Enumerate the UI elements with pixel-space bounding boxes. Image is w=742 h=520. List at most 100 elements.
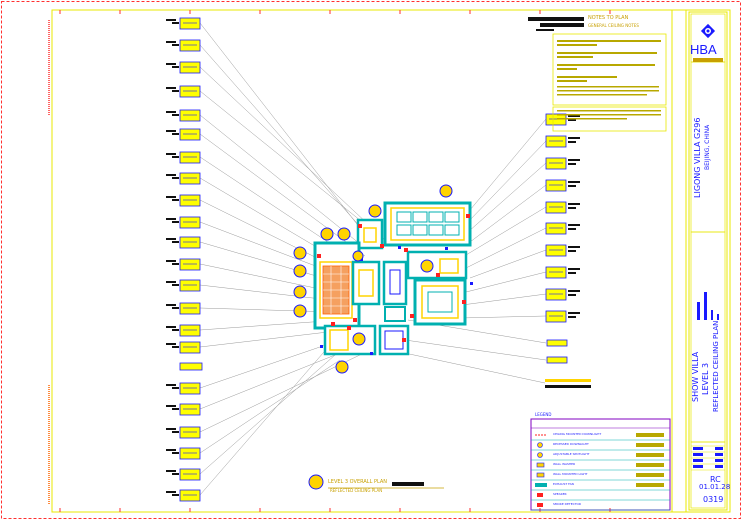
- legend-value-bar: [636, 453, 664, 457]
- hba-logo-icon: [700, 23, 716, 39]
- note-text-lines: [557, 40, 661, 120]
- sheet-code: RC: [710, 475, 721, 484]
- left-tag: [166, 216, 201, 229]
- right-tag: [545, 179, 580, 192]
- left-tag: [166, 426, 201, 439]
- leader-line: [199, 114, 361, 245]
- leader-line: [199, 344, 331, 496]
- left-tag: [166, 382, 201, 395]
- leader-lines: [199, 22, 547, 496]
- legend-symbol-icon: [537, 493, 543, 497]
- right-tag: [545, 201, 580, 214]
- legend-row-label: SMOKE DETECTOR: [553, 502, 581, 506]
- frame-ticks: [59, 10, 611, 512]
- left-tag: [166, 236, 201, 249]
- leader-line: [461, 293, 547, 306]
- leader-line: [199, 221, 327, 271]
- left-tag: [166, 302, 201, 315]
- scale-bars-icon: [697, 292, 719, 320]
- drawing-title-line2: LEVEL 3: [701, 362, 710, 395]
- leader-line: [465, 227, 547, 269]
- legend-rows: [531, 433, 670, 511]
- legend-value-bar: [636, 463, 664, 467]
- left-tag: [166, 39, 201, 52]
- legend-row-label: EXHAUST FAN: [553, 482, 574, 486]
- right-tag: [545, 157, 580, 170]
- legend-symbol-icon: [536, 472, 545, 478]
- firm-logo-subtext: HIRSCH BEDNER: [695, 56, 712, 58]
- legend-row-label: ADJUSTABLE SPOTLIGHT: [553, 452, 590, 456]
- notes-header: NOTES TO PLAN: [588, 15, 629, 21]
- right-tag: [545, 266, 580, 279]
- legend-value-bar: [636, 433, 664, 437]
- leader-line: [469, 249, 547, 279]
- right-tag: [545, 310, 580, 323]
- left-tag: [166, 85, 201, 98]
- side-callouts: [179, 339, 591, 388]
- plan-callout-icon: [308, 474, 324, 490]
- leader-line: [199, 22, 361, 229]
- drawing-title-line1: SHOW VILLA: [691, 351, 700, 402]
- leader-line: [465, 184, 547, 246]
- leader-line: [199, 133, 366, 257]
- legend-row: [531, 472, 670, 481]
- leader-line: [199, 177, 331, 256]
- legend-symbol-icon: [535, 483, 547, 487]
- legend-symbol-icon: [536, 462, 545, 468]
- left-tag: [166, 258, 201, 271]
- left-tag: [166, 447, 201, 460]
- right-tag: [545, 222, 580, 235]
- legend-row: [531, 452, 670, 461]
- legend-symbol-icon: [537, 452, 543, 458]
- legend-value-bar: [636, 483, 664, 487]
- right-tag: [545, 288, 580, 301]
- leader-line: [404, 339, 547, 361]
- left-tag: [166, 468, 201, 481]
- legend-value-bar: [636, 443, 664, 447]
- legend-row-label: CEILING MOUNTED DOWNLIGHT: [553, 432, 602, 436]
- leader-line: [199, 44, 371, 239]
- leader-line: [199, 156, 341, 251]
- left-tag: [166, 403, 201, 416]
- leader-line: [459, 315, 547, 319]
- project-name: LIGONG VILLA G296: [693, 117, 702, 198]
- leader-line: [199, 66, 386, 241]
- legend-row-label: RECESSED DOWNLIGHT: [553, 442, 589, 446]
- project-location: BEIJING, CHINA: [704, 124, 711, 170]
- leader-line: [467, 162, 547, 233]
- legend-row: [531, 503, 670, 511]
- legend-symbol-icon: [537, 442, 543, 448]
- title-block: [688, 11, 728, 511]
- legend-row: [531, 462, 670, 471]
- plan-caption-line2: REFLECTED CEILING PLAN: [330, 488, 383, 493]
- leader-line: [199, 307, 336, 313]
- leader-line: [465, 206, 547, 256]
- drawing-frame: [51, 9, 731, 513]
- leader-line: [199, 354, 336, 475]
- left-tag: [166, 172, 201, 185]
- leader-line: [199, 359, 341, 454]
- legend-title: LEGEND: [535, 412, 552, 417]
- firm-logo-text: HBA: [690, 42, 717, 57]
- left-tag: [166, 151, 201, 164]
- left-tag: [166, 109, 201, 122]
- legend-row: [531, 442, 670, 451]
- legend-row: [531, 493, 670, 501]
- left-tag: [166, 128, 201, 141]
- legend-row-label: WALL WASHER: [553, 462, 576, 466]
- floor-plan: [293, 184, 473, 374]
- leader-line: [469, 118, 547, 211]
- legend-value-bar: [636, 473, 664, 477]
- legend-row-label: WALL MOUNTED LIGHT: [553, 472, 588, 476]
- leader-line: [399, 351, 546, 384]
- leader-line: [199, 329, 346, 348]
- leader-line: [199, 344, 361, 410]
- left-tag: [166, 341, 201, 354]
- top-label: [528, 17, 584, 31]
- legend-symbol-icon: [537, 503, 543, 507]
- leader-line: [199, 263, 326, 291]
- left-tag: [166, 61, 201, 74]
- sheet-number: 0319: [703, 495, 724, 504]
